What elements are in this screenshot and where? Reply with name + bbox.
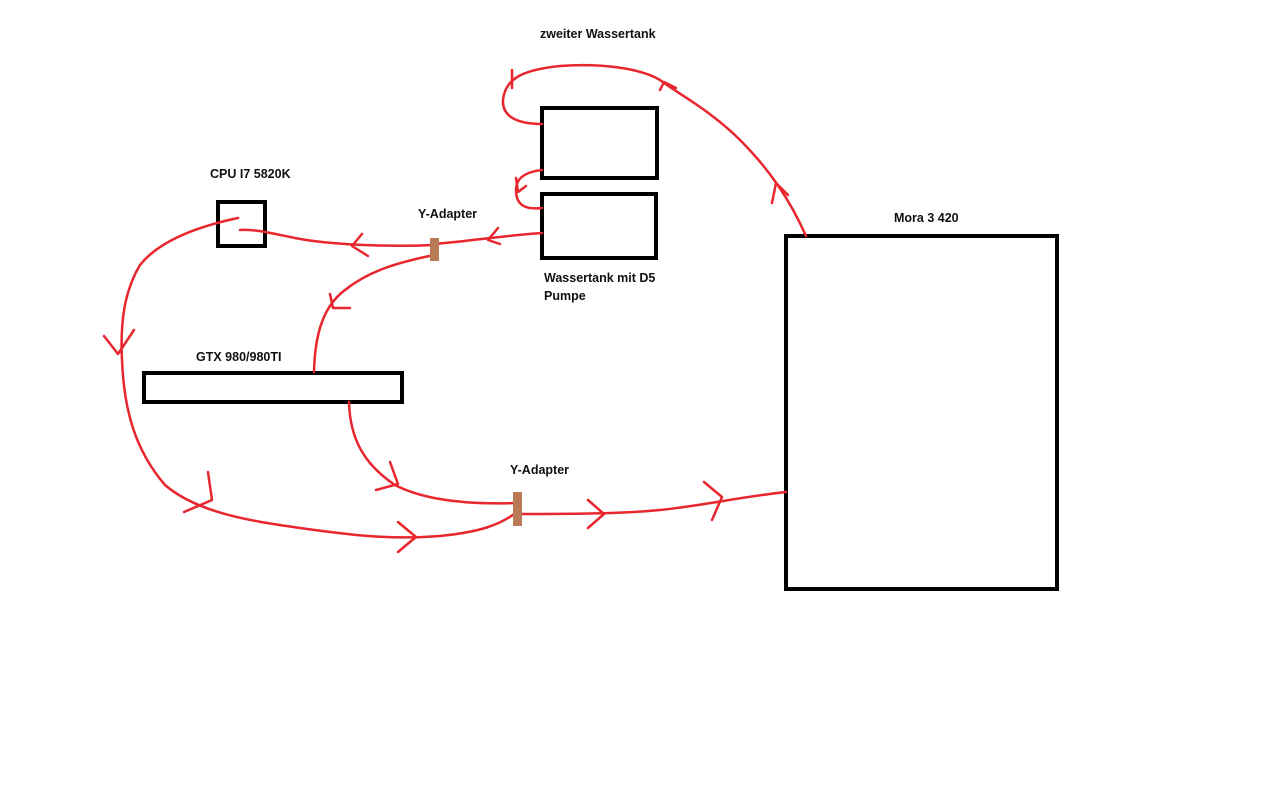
y-adapter-top-label: Y-Adapter: [418, 207, 478, 221]
gpu-box: [142, 371, 404, 404]
second-tank-box: [540, 106, 659, 180]
tube-cpu-to-y-adapter-bottom: [120, 216, 519, 539]
flow-arrow-icon: [514, 176, 528, 194]
y-adapter-top: [430, 238, 439, 261]
cpu-box: [216, 200, 267, 248]
flow-arrow-icon: [396, 520, 418, 554]
flow-arrow-icon: [702, 480, 724, 522]
radiator-box: [784, 234, 1059, 591]
tube-y-adapter-to-cpu: [238, 228, 436, 247]
flow-arrow-icon: [510, 68, 678, 92]
tube-gpu-to-y-adapter-bottom: [347, 400, 519, 505]
flow-arrow-icon: [374, 460, 400, 492]
gpu-label: GTX 980/980TI: [196, 350, 282, 364]
pump-tank-label-line2: Pumpe: [544, 289, 586, 303]
flow-arrow-icon: [328, 292, 352, 310]
cpu-label: CPU I7 5820K: [210, 167, 291, 181]
pump-tank-box: [540, 192, 658, 260]
tube-y-adapter-to-gpu: [312, 253, 436, 374]
tube-radiator-to-second-tank: [501, 63, 808, 238]
flow-arrow-icon: [350, 232, 370, 258]
flow-arrow-icon: [486, 226, 502, 246]
tube-second-tank-to-pump: [514, 168, 544, 210]
y-adapter-bottom-label: Y-Adapter: [510, 463, 570, 477]
flow-arrow-icon: [182, 470, 214, 514]
flow-arrow-icon: [102, 328, 136, 356]
tube-y-adapter-to-radiator: [515, 490, 788, 516]
flow-arrow-icon: [586, 498, 606, 530]
pump-tank-label-line1: Wassertank mit D5: [544, 271, 656, 285]
flow-arrow-icon: [770, 181, 790, 205]
radiator-label: Mora 3 420: [894, 211, 959, 225]
second-tank-label: zweiter Wassertank: [540, 27, 656, 41]
y-adapter-bottom: [513, 492, 522, 526]
